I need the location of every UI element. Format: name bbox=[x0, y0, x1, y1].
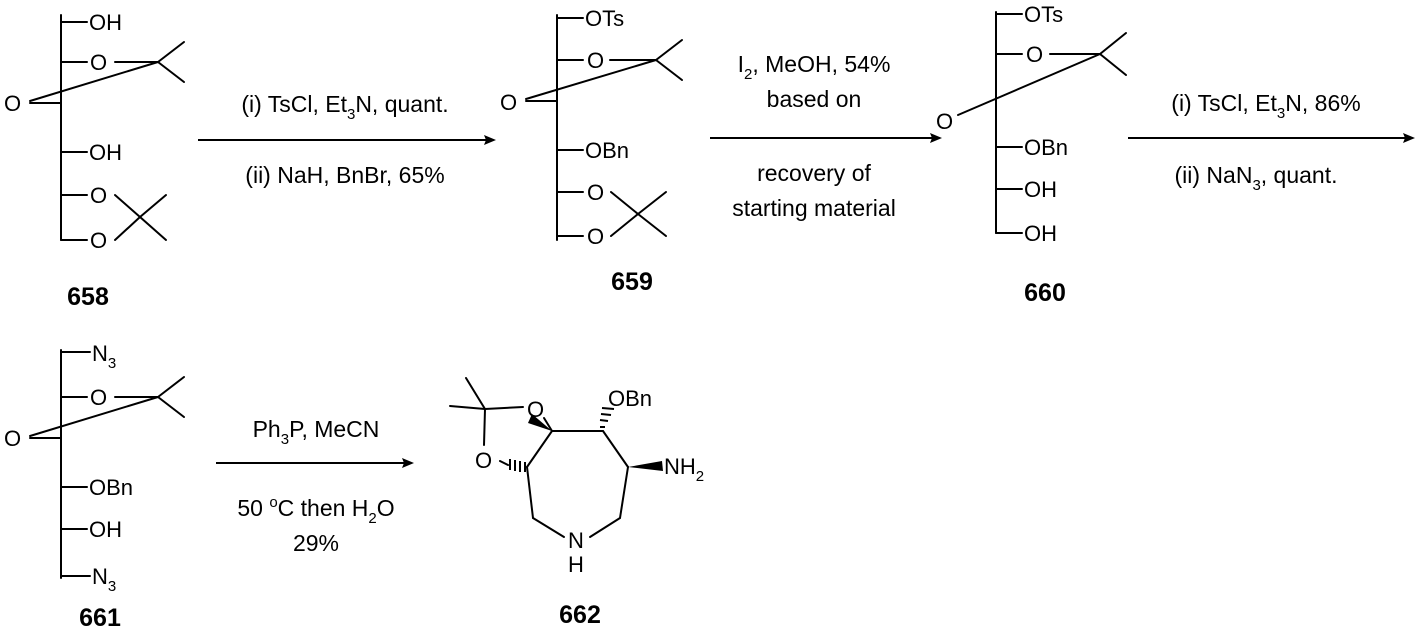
benzyloxy-label: OBn bbox=[585, 138, 629, 163]
hydroxyl-label: OH bbox=[1024, 177, 1057, 202]
compound-660-structure: OTs O O OBn OH OH 660 bbox=[936, 2, 1127, 307]
compound-number: 662 bbox=[559, 601, 601, 629]
reaction-condition-line: I2, MeOH, 54% bbox=[738, 51, 891, 83]
benzyloxy-label: OBn bbox=[89, 475, 133, 500]
reaction-condition-line: (i) TsCl, Et3N, 86% bbox=[1171, 90, 1360, 122]
reaction-condition-line: (ii) NaN3, quant. bbox=[1174, 162, 1337, 194]
tosylate-label: OTs bbox=[585, 6, 624, 31]
acetonide-oxygen-label: O bbox=[587, 180, 604, 205]
dioxolane-oxygen-label: O bbox=[475, 448, 492, 473]
reaction-arrow-2 bbox=[710, 133, 942, 143]
compound-661-structure: N3 O O OBn OH N3 661 bbox=[4, 341, 185, 630]
dioxolane-oxygen-label: O bbox=[527, 397, 544, 422]
reaction-condition-line: 29% bbox=[293, 530, 339, 556]
ring-oxygen-label: O bbox=[4, 426, 21, 451]
amine-label: NH2 bbox=[664, 454, 704, 485]
reaction-arrow-3 bbox=[1128, 133, 1415, 143]
hashed-bond bbox=[509, 459, 526, 472]
hydroxyl-label: OH bbox=[89, 10, 122, 35]
compound-659-structure: OTs O O OBn O O 659 bbox=[500, 6, 683, 296]
ring-oxygen-label: O bbox=[587, 48, 604, 73]
acetonide-oxygen-label: O bbox=[587, 224, 604, 249]
reaction-condition-line: based on bbox=[767, 86, 862, 112]
ring-nh-hydrogen-label: H bbox=[568, 552, 584, 577]
ring-oxygen-label: O bbox=[4, 91, 21, 116]
hydroxyl-label: OH bbox=[89, 517, 122, 542]
hydroxyl-label: OH bbox=[1024, 221, 1057, 246]
reaction-arrow-4 bbox=[216, 458, 414, 468]
azide-label: N3 bbox=[92, 341, 116, 372]
compound-number: 658 bbox=[67, 283, 109, 311]
acetonide-oxygen-label: O bbox=[90, 228, 107, 253]
ring-oxygen-label: O bbox=[500, 90, 517, 115]
reaction-condition-line: starting material bbox=[732, 195, 896, 221]
ring-nitrogen-label: N bbox=[568, 528, 584, 553]
benzyloxy-label: OBn bbox=[608, 386, 652, 411]
reaction-condition-line: 50 oC then H2O bbox=[237, 494, 394, 527]
acetonide-oxygen-label: O bbox=[90, 183, 107, 208]
ring-oxygen-label: O bbox=[1026, 42, 1043, 67]
hashed-bond bbox=[599, 407, 615, 428]
benzyloxy-label: OBn bbox=[1024, 135, 1068, 160]
tosylate-label: OTs bbox=[1024, 2, 1063, 27]
compound-number: 660 bbox=[1024, 279, 1066, 307]
reaction-condition-line: recovery of bbox=[757, 160, 871, 186]
reaction-condition-line: Ph3P, MeCN bbox=[253, 416, 380, 448]
compound-658-structure: OH O O OH O O 658 bbox=[4, 10, 185, 311]
reaction-condition-line: (ii) NaH, BnBr, 65% bbox=[245, 162, 444, 188]
compound-number: 659 bbox=[611, 268, 653, 296]
ring-oxygen-label: O bbox=[936, 109, 953, 134]
ring-oxygen-label: O bbox=[90, 385, 107, 410]
compound-number: 661 bbox=[79, 604, 121, 630]
ring-oxygen-label: O bbox=[90, 50, 107, 75]
reaction-arrow-1 bbox=[198, 135, 496, 145]
compound-662-structure: O O OBn NH2 N H 662 bbox=[449, 377, 704, 629]
hydroxyl-label: OH bbox=[89, 140, 122, 165]
reaction-condition-line: (i) TsCl, Et3N, quant. bbox=[241, 91, 448, 123]
azide-label: N3 bbox=[92, 564, 116, 595]
